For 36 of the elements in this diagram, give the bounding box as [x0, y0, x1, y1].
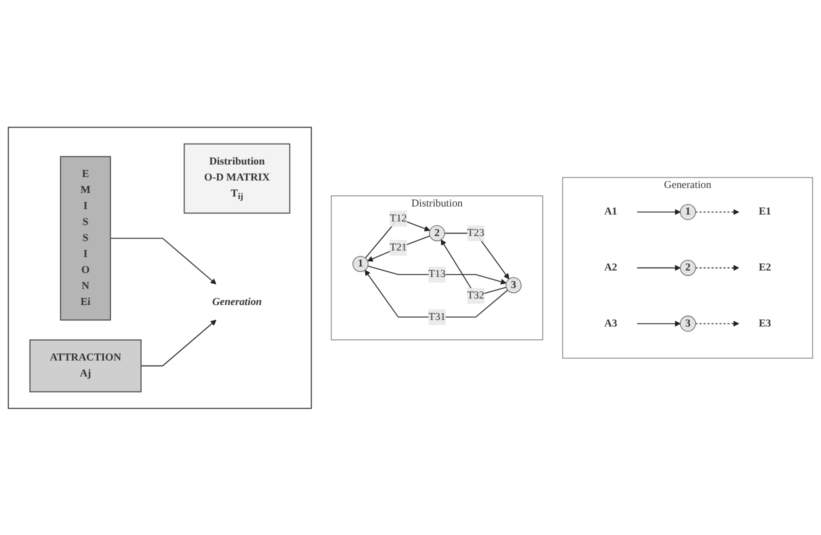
arrow [636, 264, 681, 270]
arrow [440, 239, 507, 296]
node-circle: 1 [352, 256, 368, 272]
node-circle: 3 [506, 276, 522, 293]
arrow [367, 235, 430, 262]
node-text: E2 [758, 262, 772, 273]
arrow [695, 264, 740, 270]
cluster [8, 126, 312, 409]
node-circle: 3 [680, 315, 696, 332]
node-circle: 2 [680, 260, 696, 276]
arrow [636, 320, 681, 326]
node-box: EMISSION Ei [60, 156, 111, 320]
arrow [367, 265, 506, 284]
node-text: A3 [604, 317, 618, 329]
edge-label: T23 [467, 226, 484, 238]
node-circle: 2 [429, 224, 445, 241]
arrow [444, 232, 510, 279]
edge-label: T12 [390, 212, 407, 224]
arrow [636, 208, 681, 215]
node-text: Generation [212, 296, 262, 308]
arrow [695, 208, 740, 215]
node-box: Distribution O-D MATRIX T$_{ij}$ [184, 143, 290, 214]
edge-label: T13 [428, 268, 446, 280]
edge-label: T21 [390, 242, 407, 253]
arrow [110, 238, 216, 284]
node-text: A2 [604, 262, 618, 273]
edge-label: T32 [467, 290, 484, 301]
node-box: ATTRACTION Aj [29, 339, 142, 392]
node-text: E3 [758, 317, 772, 329]
edge-label: T31 [428, 310, 446, 322]
arrow [364, 270, 508, 318]
node-circle: 1 [680, 204, 696, 220]
node-text: A1 [604, 206, 618, 217]
arrow [140, 319, 216, 366]
node-text: E1 [758, 206, 772, 217]
arrow [695, 320, 740, 326]
